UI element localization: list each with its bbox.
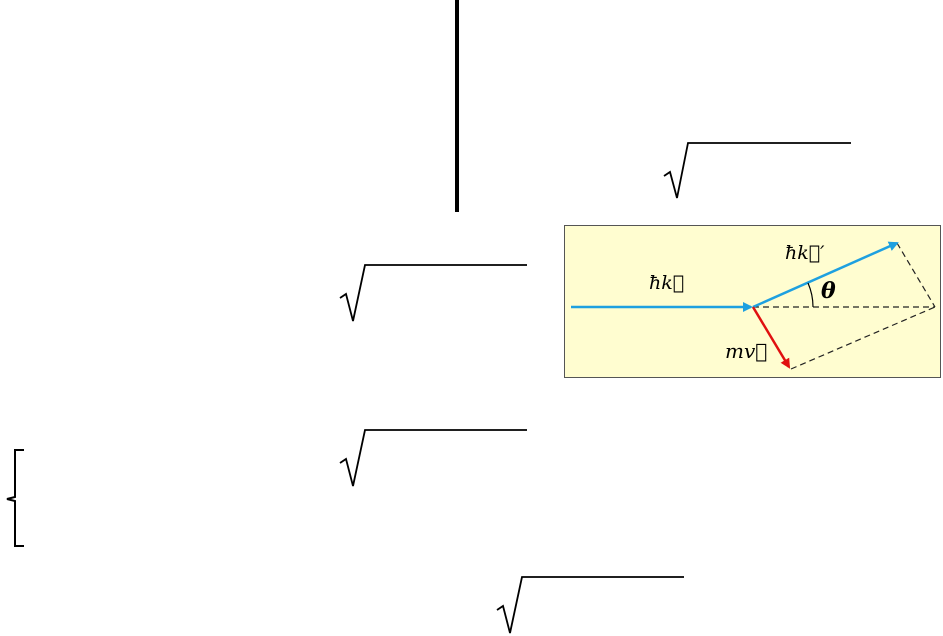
vector-diagram-svg xyxy=(571,241,936,370)
square-root-sign-2 xyxy=(339,262,530,324)
incident-momentum-label: ħk⃗ xyxy=(649,272,685,294)
square-root-sign-1 xyxy=(663,140,854,202)
dashed-parallelogram-side-bottom xyxy=(790,306,936,370)
vertical-divider-line xyxy=(455,0,459,212)
recoil-momentum-vector xyxy=(751,306,791,369)
scattered-momentum-label: ħk⃗′ xyxy=(785,242,825,264)
recoil-momentum-label: mv⃗ xyxy=(725,339,768,363)
angle-label: θ xyxy=(821,278,836,304)
dashed-parallelogram-side-top xyxy=(896,242,936,308)
left-brace xyxy=(4,449,28,553)
square-root-sign-4 xyxy=(496,574,687,636)
angle-arc xyxy=(807,282,814,308)
square-root-sign-3 xyxy=(339,427,530,489)
vector-diagram-panel: ħk⃗ ħk⃗′ θ mv⃗ xyxy=(564,225,941,378)
scattered-momentum-vector xyxy=(752,241,899,309)
